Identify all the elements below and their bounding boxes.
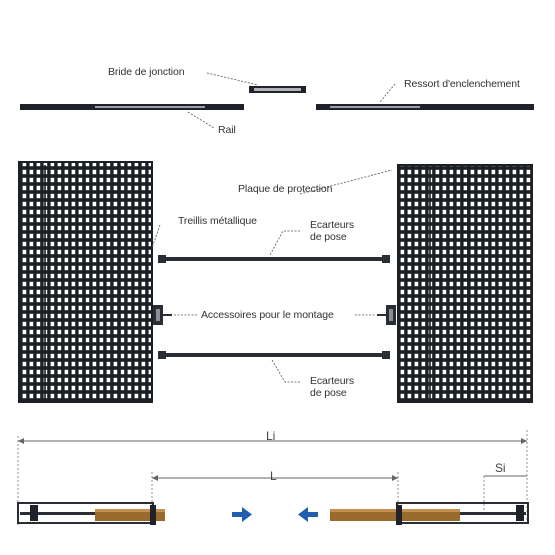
arrow-right-icon (232, 507, 252, 522)
leader-ressort (379, 83, 396, 103)
arrow-left-icon (298, 507, 318, 522)
label-accessoires-montage: Accessoires pour le montage (201, 309, 334, 321)
leader-ecarteurs-bottom (271, 359, 300, 383)
rail-left (20, 104, 244, 110)
wood-beam-left (95, 505, 165, 525)
label-ecarteurs-de-pose-bottom: Ecarteurs de pose (310, 375, 355, 399)
grating-panel-right (397, 164, 533, 403)
leader-ecarteurs-top (269, 230, 300, 256)
rail-right (316, 104, 534, 110)
label-plaque-de-protection: Plaque de protection (238, 183, 333, 195)
leader-rail (187, 111, 215, 129)
label-ecarteurs-de-pose-top: Ecarteurs de pose (310, 219, 355, 243)
mounting-bracket-left (153, 305, 172, 325)
label-ressort-enclenchement: Ressort d'enclenchement (404, 78, 520, 90)
label-treillis-metallique: Treillis métallique (178, 215, 257, 227)
wood-beam-right (330, 505, 460, 525)
dimension-label-li: Li (266, 429, 276, 443)
leader-treillis (151, 224, 161, 249)
spacer-bar-bottom (158, 351, 390, 359)
leader-plaque (299, 169, 393, 195)
grating-panel-left (18, 161, 153, 403)
leader-bride (206, 72, 259, 86)
dimension-label-l: L (270, 469, 277, 483)
spacer-bar-top (158, 255, 390, 263)
label-bride-de-jonction: Bride de jonction (108, 66, 185, 78)
mounting-bracket-right (377, 305, 396, 325)
label-rail: Rail (218, 124, 236, 136)
dimension-label-si: Si (495, 461, 506, 475)
junction-bracket (249, 86, 306, 93)
